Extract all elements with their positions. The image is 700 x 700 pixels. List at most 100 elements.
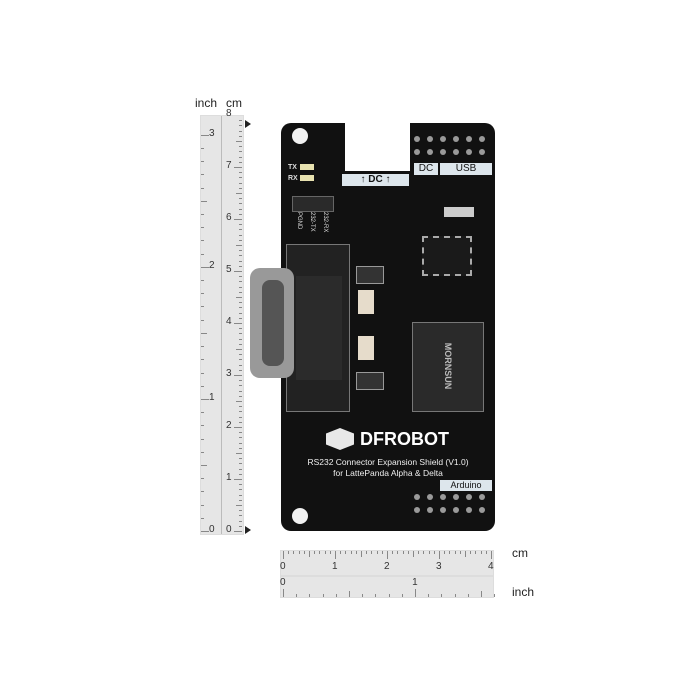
ruler-tick xyxy=(239,125,242,127)
ruler-tick xyxy=(239,380,242,382)
ruler-tick xyxy=(201,478,204,480)
capacitor xyxy=(358,336,374,360)
board-notch xyxy=(345,116,410,171)
ruler-tick xyxy=(345,551,347,554)
ruler-tick xyxy=(236,141,242,142)
header-pin xyxy=(427,507,433,513)
header-pin xyxy=(466,494,472,500)
ruler-tick xyxy=(407,551,409,554)
ruler-tick xyxy=(239,229,242,231)
ruler-tick xyxy=(428,551,430,554)
ruler-tick xyxy=(201,266,209,268)
ruler-tick xyxy=(201,517,204,519)
ruler-tick xyxy=(234,427,242,428)
ruler-cm-label: 4 xyxy=(226,316,232,327)
ruler-tick xyxy=(283,551,284,559)
ruler-tick xyxy=(239,442,242,444)
ruler-tick xyxy=(459,551,461,554)
resistor-array xyxy=(444,207,474,217)
led-rx-label: RX xyxy=(288,175,298,182)
ruler-tick xyxy=(387,551,388,559)
ruler-tick xyxy=(234,271,242,272)
header-pin xyxy=(427,149,433,155)
ruler-inch-label: 0 xyxy=(280,577,286,588)
ruler-tick xyxy=(441,594,443,597)
ruler-tick xyxy=(239,307,242,309)
ruler-tick xyxy=(239,146,242,148)
ruler-unit-inch-h: inch xyxy=(512,585,535,599)
ruler-tick xyxy=(239,484,242,486)
ruler-tick xyxy=(201,398,209,400)
ruler-tick xyxy=(491,551,492,559)
ruler-tick xyxy=(296,594,298,597)
silk-dc-arrow: ↑ DC ↑ xyxy=(342,174,409,186)
header-pin xyxy=(440,149,446,155)
ruler-tick xyxy=(397,551,399,554)
ruler-tick xyxy=(239,369,242,371)
header-pin xyxy=(427,494,433,500)
ruler-tick xyxy=(340,551,342,554)
ruler-tick xyxy=(239,151,242,153)
header-pin xyxy=(466,507,472,513)
ruler-tick xyxy=(201,240,204,242)
ruler-cm-label: 7 xyxy=(226,160,232,171)
ruler-tick xyxy=(402,551,404,554)
ruler-tick xyxy=(234,219,242,220)
ruler-tick xyxy=(239,510,242,512)
ruler-tick xyxy=(239,208,242,210)
ruler-unit-cm-h: cm xyxy=(512,546,528,560)
header-pin xyxy=(440,507,446,513)
ruler-tick xyxy=(239,198,242,200)
diode xyxy=(356,266,384,284)
ruler-tick xyxy=(234,323,242,324)
silk-dc: DC xyxy=(414,163,438,175)
header-pin xyxy=(414,149,420,155)
ruler-tick xyxy=(239,276,242,278)
board-title: RS232 Connector Expansion Shield (V1.0) xyxy=(307,457,469,467)
ruler-tick xyxy=(439,551,440,559)
ruler-tick xyxy=(319,551,321,554)
ruler-tick xyxy=(201,412,204,414)
mounting-hole xyxy=(292,508,308,524)
silk-arduino: Arduino xyxy=(440,480,492,491)
ruler-inch-label: 1 xyxy=(412,577,418,588)
ruler-tick xyxy=(239,520,242,522)
ruler-tick xyxy=(415,589,417,597)
board-subtitle: for LattePanda Alpha & Delta xyxy=(333,468,443,478)
ruler-tick xyxy=(309,594,311,597)
capacitor xyxy=(358,290,374,314)
ruler-tick xyxy=(239,177,242,179)
ruler-tick xyxy=(361,551,362,557)
ruler-marker-top xyxy=(245,120,251,128)
ruler-tick xyxy=(481,591,483,597)
ruler-tick xyxy=(413,551,414,557)
ruler-inch-label: 3 xyxy=(209,127,215,139)
ruler-tick xyxy=(335,594,337,597)
ruler-tick xyxy=(329,551,331,554)
ruler-tick xyxy=(376,551,378,554)
header-pin xyxy=(479,507,485,513)
header-pin xyxy=(466,136,472,142)
ruler-tick xyxy=(444,551,446,554)
ruler-tick xyxy=(234,167,242,168)
ruler-tick xyxy=(239,458,242,460)
ruler-tick xyxy=(201,451,204,453)
ruler-tick xyxy=(201,425,204,427)
header-label: 232-TX xyxy=(309,212,315,232)
ruler-tick xyxy=(454,551,456,554)
ruler-tick xyxy=(465,551,466,557)
ruler-tick xyxy=(201,346,204,348)
ruler-tick xyxy=(201,253,204,255)
header-pin xyxy=(440,494,446,500)
ruler-tick xyxy=(371,551,373,554)
ruler-tick xyxy=(201,438,204,440)
ruler-tick xyxy=(283,589,284,597)
ruler-tick xyxy=(201,280,204,282)
ruler-tick xyxy=(236,401,242,402)
ruler-tick xyxy=(201,372,204,374)
ruler-tick xyxy=(239,281,242,283)
ruler-tick xyxy=(239,120,242,122)
ruler-tick xyxy=(288,551,290,554)
ruler-tick xyxy=(428,594,430,597)
ruler-tick xyxy=(234,375,242,376)
